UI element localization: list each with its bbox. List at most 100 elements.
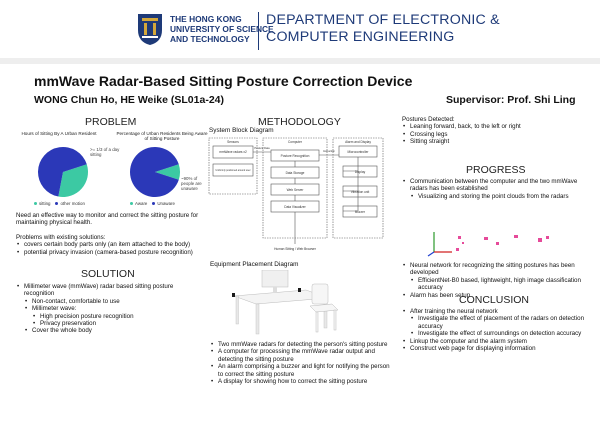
progress-item: Neural network for recognizing the sitti… <box>402 262 592 277</box>
chart2-title: Percentage of Urban Residents Being Awar… <box>116 131 208 142</box>
conclusion-item: Linkup the computer and the alarm system <box>402 338 592 346</box>
solution-item: Cover the whole body <box>16 327 204 335</box>
monitor-icon <box>261 270 289 288</box>
link-label: Posture Data <box>254 146 270 150</box>
existing-solutions: Problems with existing solutions: covers… <box>16 234 204 257</box>
solution-item: Privacy preservation <box>16 320 204 328</box>
conclusion-item: Investigate the effect of surroundings o… <box>402 330 592 338</box>
progress-list: Communication between the computer and t… <box>402 178 592 201</box>
chart2-annotation: ~90% of people are unaware <box>181 176 202 191</box>
legend-label-unaware: Unaware <box>157 201 175 206</box>
legend-swatch-unaware <box>152 202 156 205</box>
output-box-label: Display <box>355 170 366 174</box>
solution-item: Millimeter wave (mmWave) radar based sit… <box>16 283 204 298</box>
problem-heading: PROBLEM <box>85 116 137 128</box>
legend-label-sitting: sitting <box>39 201 51 206</box>
output-box-label: Vibration unit <box>351 190 370 194</box>
point-cloud-visualization <box>427 232 549 257</box>
block-diagram-title: System Block Diagram <box>209 127 274 134</box>
system-block-diagram: Sensors Computer Alarm and Display mmWav… <box>208 137 384 251</box>
computer-box-label: Web Server <box>287 188 305 192</box>
chart1-legend: sitting other motion <box>34 201 85 206</box>
solution-item: Millimeter wave: <box>16 305 204 313</box>
posture-item: Leaning forward, back, to the left or ri… <box>402 123 592 131</box>
computer-box-label: Data Storage <box>286 171 305 175</box>
conclusion-list: After training the neural networkInvesti… <box>402 308 592 353</box>
radar-icon <box>298 288 301 292</box>
desk-and-chair-illustration <box>232 270 339 335</box>
sensor-box-label: mmWave radars x2 <box>219 150 247 154</box>
progress-item: EfficientNet-B0 based, lightweight, high… <box>402 277 592 292</box>
methodology-item: An alarm comprising a buzzer and light f… <box>210 363 390 378</box>
university-logo-icon <box>138 14 162 45</box>
output-box <box>342 205 378 218</box>
posture-item: Sitting straight <box>402 138 592 146</box>
conclusion-item: Investigate the effect of placement of t… <box>402 315 592 330</box>
output-box <box>342 185 378 198</box>
posture-awareness-pie-chart <box>130 147 180 197</box>
conclusion-item: After training the neural network <box>402 308 592 316</box>
output-box-label: Buzzer <box>355 210 366 214</box>
pie-slice-aware <box>155 164 180 180</box>
university-name: THE HONG KONG UNIVERSITY OF SCIENCE AND … <box>170 14 274 44</box>
authors: WONG Chun Ho, HE Weike (SL01a-24) <box>34 94 224 106</box>
methodology-heading: METHODOLOGY <box>258 116 341 128</box>
axis-icon <box>427 251 435 257</box>
department-name: DEPARTMENT OF ELECTRONIC & COMPUTER ENGI… <box>266 12 500 45</box>
solution-item: Non-contact, comfortable to use <box>16 298 204 306</box>
postures-detected: Postures Detected: Leaning forward, back… <box>402 116 592 146</box>
chair-icon <box>309 283 339 333</box>
output-box-label: Microcontroller <box>348 150 370 154</box>
progress-heading: PROGRESS <box>466 164 526 176</box>
posture-item: Crossing legs <box>402 131 592 139</box>
existing-item: covers certain body parts only (an item … <box>16 241 204 249</box>
legend-swatch-aware <box>130 202 133 205</box>
chart1-title: Hours of Sitting By A Urban Resident <box>21 131 97 136</box>
column-label: Alarm and Display <box>345 140 371 144</box>
sensors-group <box>208 137 258 195</box>
sensor-box-label: Uniformly positioned around user <box>215 169 250 172</box>
conclusion-item: Construct web page for displaying inform… <box>402 345 592 353</box>
legend-swatch-other <box>55 202 59 205</box>
methodology-item: Two mmWave radars for detecting the pers… <box>210 341 390 349</box>
placement-diagram-title: Equipment Placement Diagram <box>210 261 299 268</box>
methodology-item: A display for showing how to correct the… <box>210 378 390 386</box>
legend-swatch-sitting <box>34 202 37 205</box>
header-divider <box>258 12 259 50</box>
progress-item: Communication between the computer and t… <box>402 178 592 193</box>
header-band <box>0 58 600 64</box>
chart1-annotation: >= 1/3 of a day sitting <box>90 147 120 157</box>
pie-slice-other-motion <box>38 147 87 197</box>
postures-title: Postures Detected: <box>402 116 455 123</box>
column-label: Computer <box>288 140 303 144</box>
legend-label-other: other motion <box>60 201 85 206</box>
output-box <box>342 165 378 178</box>
problem-need: Need an effective way to monitor and cor… <box>16 212 199 227</box>
pie-slice-unaware <box>130 147 179 197</box>
column-label: Sensors <box>227 140 239 144</box>
pie-slice-sitting <box>58 164 88 197</box>
solution-heading: SOLUTION <box>81 268 135 280</box>
progress-list-2: Neural network for recognizing the sitti… <box>402 262 592 299</box>
computer-box-label: Data Visualizer <box>284 205 306 209</box>
existing-solutions-title: Problems with existing solutions: <box>16 234 106 241</box>
chart2-legend: Aware Unaware <box>130 201 175 206</box>
legend-label-aware: Aware <box>135 201 148 206</box>
progress-item: Alarm has been setup <box>402 292 592 300</box>
poster-header: THE HONG KONG UNIVERSITY OF SCIENCE AND … <box>0 0 600 58</box>
solution-item: High precision posture recognition <box>16 313 204 321</box>
progress-item: Visualizing and storing the point clouds… <box>402 193 592 201</box>
output-group <box>332 137 384 239</box>
existing-item: potential privacy invasion (camera-based… <box>16 249 204 257</box>
sensor-box <box>212 163 254 177</box>
link-arrow <box>343 157 359 212</box>
bottom-label: Human Sitting / Web Browser <box>274 247 317 251</box>
conclusion-heading: CONCLUSION <box>459 294 530 306</box>
sitting-hours-pie-chart <box>38 147 88 197</box>
supervisor: Supervisor: Prof. Shi Ling <box>446 94 576 106</box>
link-label: Instruction <box>323 149 336 153</box>
methodology-list: Two mmWave radars for detecting the pers… <box>210 341 390 386</box>
poster-title: mmWave Radar-Based Sitting Posture Corre… <box>34 73 413 89</box>
methodology-item: A computer for processing the mmWave rad… <box>210 348 390 363</box>
solution-list: Millimeter wave (mmWave) radar based sit… <box>16 283 204 335</box>
